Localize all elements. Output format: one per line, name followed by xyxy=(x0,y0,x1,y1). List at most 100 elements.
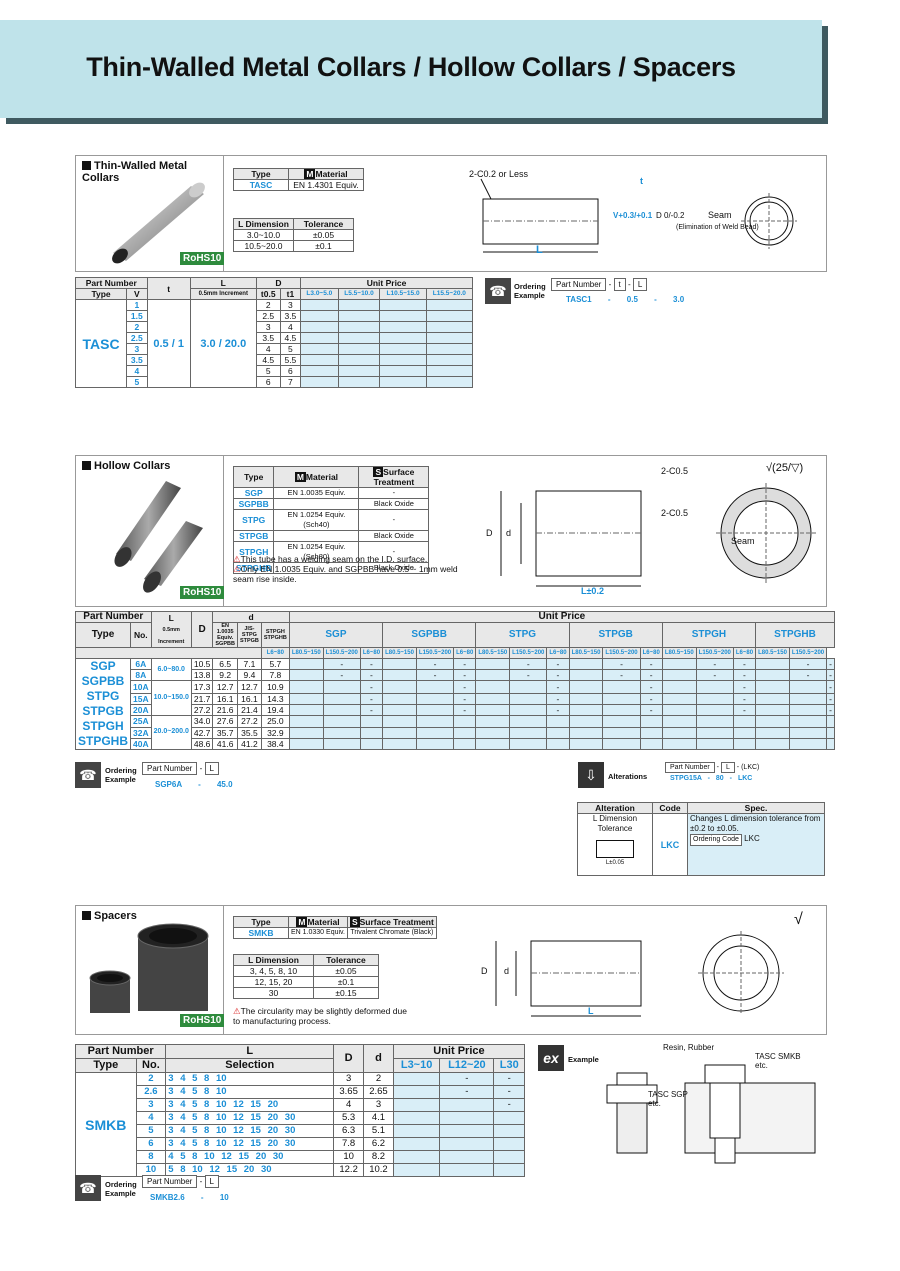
table-cell: 7 xyxy=(279,376,302,388)
table-cell: 0.5 / 1 xyxy=(146,299,191,388)
banner-shadow xyxy=(822,26,828,124)
table-cell: - xyxy=(732,669,757,681)
table-cell: EN 1.4301 Equiv. xyxy=(288,179,364,191)
table-cell: 12.7 xyxy=(212,680,238,694)
alteration-fields: Part Number - L - (LKC) xyxy=(665,762,759,773)
table-cell xyxy=(300,365,339,377)
table-cell: 3.5 xyxy=(126,354,148,366)
table-cell xyxy=(602,727,641,739)
table-cell: - xyxy=(639,669,663,681)
header-cell: Tolerance xyxy=(313,954,379,966)
table-cell xyxy=(300,299,339,311)
table-cell xyxy=(382,669,417,681)
table-cell: - xyxy=(359,703,384,716)
table-cell: - xyxy=(453,669,477,681)
ordering-label: Ordering Example xyxy=(514,282,546,300)
table-cell xyxy=(415,680,455,694)
tasc-drawing xyxy=(480,178,797,253)
table-cell xyxy=(415,703,455,716)
table-cell: 8 xyxy=(135,1150,167,1164)
table-cell xyxy=(509,692,548,705)
header-cell: L80.5~150 xyxy=(475,647,511,659)
header-cell: L80.5~150 xyxy=(661,647,697,659)
table-cell: 21.4 xyxy=(236,703,262,716)
table-cell xyxy=(568,738,604,750)
rohs-badge: RoHS10 xyxy=(180,252,225,265)
table-cell: 5.5 xyxy=(279,354,302,366)
table-cell: - xyxy=(509,669,548,681)
table-cell: 19.4 xyxy=(260,703,290,716)
table-cell xyxy=(788,703,828,716)
table-cell xyxy=(475,669,511,681)
table-cell: 48.6 xyxy=(190,738,214,750)
rohs-badge: RoHS10 xyxy=(180,1014,225,1027)
table-cell xyxy=(755,703,790,716)
table-cell xyxy=(661,703,697,716)
table-cell: - xyxy=(415,658,455,670)
table-cell xyxy=(788,680,828,694)
table-cell: - xyxy=(453,658,477,670)
table-cell: - xyxy=(732,692,757,705)
table-cell: 16.1 xyxy=(236,692,262,705)
header-cell: L5.5~10.0 xyxy=(337,288,381,300)
hollow-collar-image-icon xyxy=(114,481,203,593)
table-cell: 12.7 xyxy=(236,680,262,694)
table-cell xyxy=(493,1111,525,1125)
ordering-label: Ordering Example xyxy=(105,1180,137,1198)
table-cell xyxy=(602,680,641,694)
table-cell xyxy=(288,727,324,739)
table-cell: 17.3 xyxy=(190,680,214,694)
table-cell: EN 1.0035 Equiv. xyxy=(273,487,360,499)
header-cell: SGPBB xyxy=(382,622,477,648)
ordering-fields: Part Number - L xyxy=(142,1175,219,1188)
chamfer-label: 2-C0.5 xyxy=(661,508,689,518)
header-cell: t1 xyxy=(279,288,302,300)
table-cell: 25.0 xyxy=(260,714,290,728)
tasc-sgp-label: TASC SGP etc. xyxy=(648,1090,688,1108)
table-cell: 1 xyxy=(126,299,148,311)
table-cell: 35.5 xyxy=(236,727,262,739)
table-cell xyxy=(337,310,381,322)
table-cell xyxy=(379,354,427,366)
table-cell: 41.2 xyxy=(236,738,262,750)
header-cell: Part Number xyxy=(74,1044,167,1059)
table-cell: 4 xyxy=(255,343,281,355)
table-cell: SMKB xyxy=(75,1072,137,1177)
table-cell: 35.7 xyxy=(212,727,238,739)
table-cell: 3 xyxy=(255,321,281,333)
table-cell: - xyxy=(493,1098,525,1112)
d-tolerance-label: D 0/-0.2 xyxy=(656,211,685,220)
table-cell: 4.5 xyxy=(255,354,281,366)
table-cell xyxy=(826,714,835,728)
table-cell: 3 4 5 8 10 12 15 20 30 xyxy=(165,1137,335,1151)
table-cell: 6A xyxy=(130,658,152,670)
resin-label: Resin, Rubber xyxy=(663,1043,715,1052)
header-cell: Part Number xyxy=(75,277,148,289)
table-cell: Black Oxide xyxy=(358,530,430,542)
example-drawing xyxy=(606,1064,816,1164)
header-cell: d xyxy=(212,611,290,623)
table-cell: 12, 15, 20 xyxy=(233,976,314,988)
header-cell: Type xyxy=(74,622,132,648)
table-cell: - xyxy=(546,658,570,670)
table-cell xyxy=(392,1111,441,1125)
table-cell xyxy=(546,714,570,728)
d-inner-label: d xyxy=(506,528,512,538)
table-cell: 5 8 10 12 15 20 30 xyxy=(165,1163,335,1177)
header-cell: L150.5~200 xyxy=(602,647,641,659)
table-cell xyxy=(755,738,790,750)
table-cell xyxy=(639,727,663,739)
table-cell xyxy=(755,727,790,739)
table-cell: 5.3 xyxy=(333,1111,365,1125)
spacers-price-table: Part Number L D d Unit Price Type No. Se… xyxy=(74,1044,526,1177)
spacers-ordering-example: ☎ xyxy=(75,1175,101,1201)
table-cell xyxy=(415,738,455,750)
table-cell xyxy=(732,714,757,728)
table-cell: - xyxy=(826,669,835,681)
table-cell: 25A xyxy=(130,714,152,728)
